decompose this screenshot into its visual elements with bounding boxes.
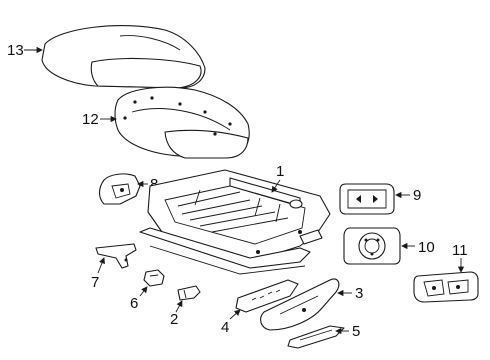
- bracket-part-7: [95, 243, 137, 269]
- callout-5: 5: [352, 323, 360, 340]
- callout-3: 3: [355, 285, 363, 302]
- seat-frame-part-1: [139, 169, 331, 275]
- clip-part-2: [177, 285, 201, 301]
- clip-part-6: [143, 269, 165, 287]
- side-shield-part-3: [260, 278, 340, 331]
- switch-part-9: [339, 183, 395, 215]
- callout-2: 2: [170, 311, 178, 328]
- leader-2: [175, 300, 183, 313]
- leader-1: [271, 179, 281, 193]
- side-trim-part-8: [98, 173, 141, 205]
- callout-7: 7: [91, 274, 99, 291]
- switch-knob-part-10: [343, 227, 401, 265]
- seat-pad-part-12: [114, 86, 250, 159]
- seat-cover-part-13: [41, 25, 206, 89]
- trim-strip-part-5: [287, 325, 345, 349]
- callout-4: 4: [221, 319, 229, 336]
- control-panel-part-11: [413, 271, 479, 303]
- callout-1: 1: [276, 163, 284, 180]
- leader-4: [229, 309, 241, 320]
- leader-6: [139, 286, 148, 297]
- callout-13: 13: [7, 42, 24, 59]
- callout-10: 10: [418, 239, 435, 256]
- leader-7: [97, 257, 105, 274]
- callout-12: 12: [82, 111, 99, 128]
- trim-panel-part-4: [235, 279, 299, 313]
- callout-11: 11: [452, 242, 468, 259]
- callout-9: 9: [413, 187, 421, 204]
- callout-6: 6: [130, 295, 138, 312]
- callout-8: 8: [150, 176, 158, 193]
